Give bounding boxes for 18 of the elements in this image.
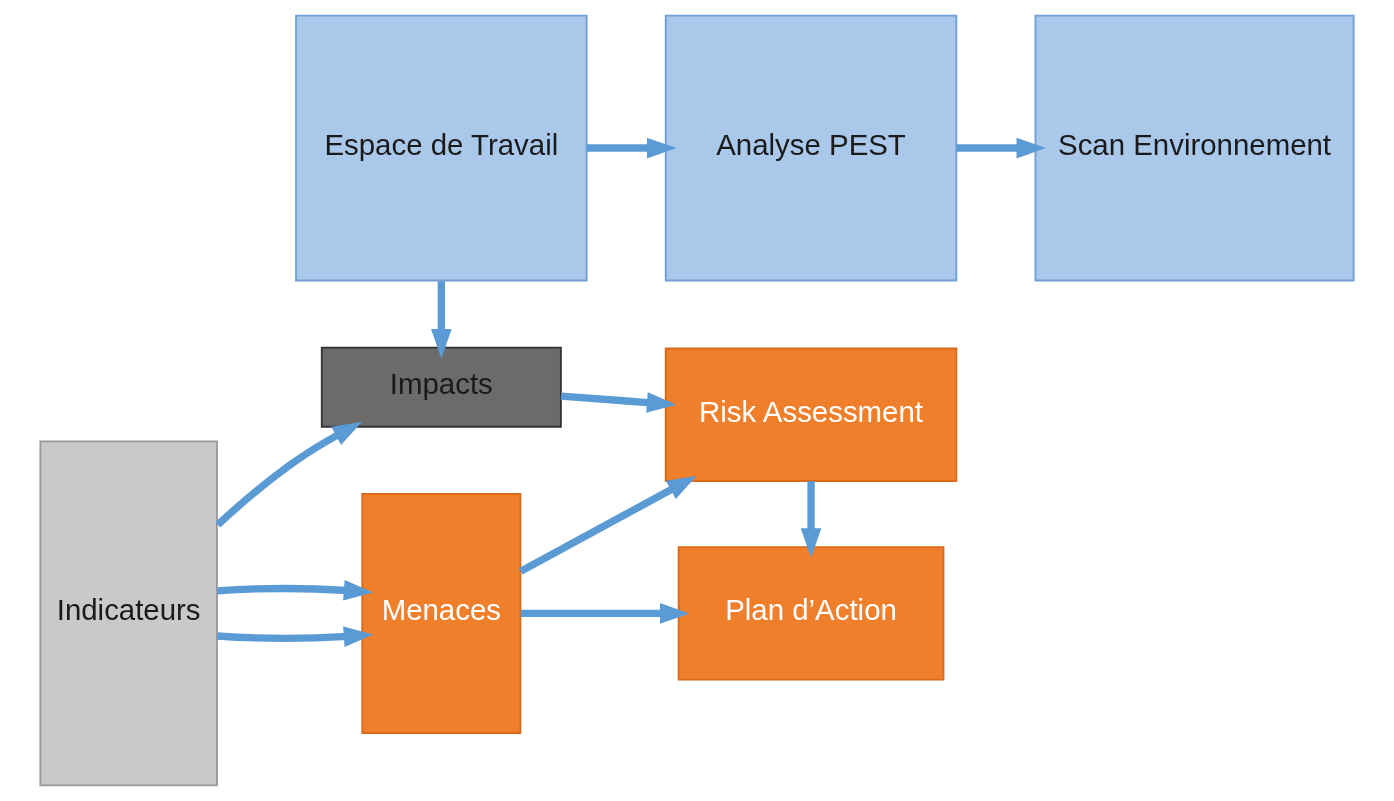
arrow [215, 421, 363, 528]
arrow [217, 579, 374, 601]
arrow [217, 626, 374, 647]
node-box: Scan Environnement [1034, 14, 1355, 282]
node-box: Plan d’Action [677, 546, 945, 681]
node-box: Risk Assessment [664, 347, 958, 482]
node-box: Impacts [320, 346, 562, 428]
node-box: Menaces [361, 492, 522, 734]
arrow [431, 281, 452, 359]
arrow [560, 392, 677, 413]
arrow [956, 137, 1047, 159]
arrow [520, 603, 690, 624]
arrow [800, 481, 822, 558]
node-box: Indicateurs [39, 440, 218, 787]
arrow [519, 475, 697, 575]
node-box: Analyse PEST [664, 14, 958, 282]
node-box: Espace de Travail [295, 14, 588, 282]
arrow [586, 137, 677, 159]
